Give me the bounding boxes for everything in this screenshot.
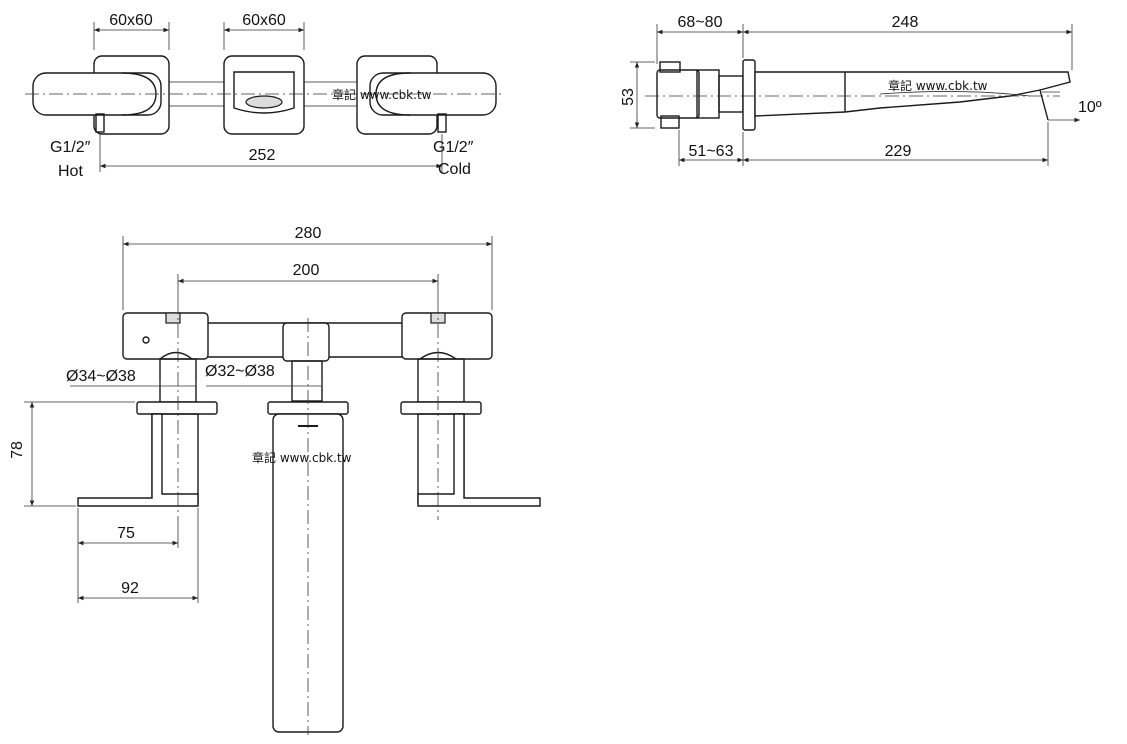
watermark-front: 章記 www.cbk.tw bbox=[252, 450, 352, 465]
label-spout-total: 248 bbox=[892, 14, 919, 31]
label-overall-width: 280 bbox=[295, 225, 322, 242]
side-body-top-nut bbox=[659, 61, 681, 73]
label-left-housing-size: 60x60 bbox=[109, 12, 153, 29]
label-spout-length: 229 bbox=[885, 143, 912, 160]
side-body-block bbox=[656, 69, 700, 119]
front-left-lever bbox=[77, 413, 199, 507]
label-handle-spacing: 200 bbox=[293, 262, 320, 279]
front-center-stem bbox=[291, 360, 323, 402]
side-body-sleeve bbox=[696, 69, 720, 119]
label-handle-height: 78 bbox=[9, 441, 26, 459]
top-view: 60x60 60x60 252 G1/2″ Hot G1/2″ Cold 章記 … bbox=[25, 12, 505, 180]
top-right-lever-cap bbox=[375, 72, 411, 116]
label-cold: Cold bbox=[438, 161, 471, 178]
label-cold-inlet-size: G1/2″ bbox=[433, 139, 474, 156]
label-handle-reach: 75 bbox=[117, 525, 135, 542]
label-spout-hole-diameter: Ø32~Ø38 bbox=[205, 363, 275, 380]
side-view: 68~80 248 53 51~63 229 10º 章記 www.cbk.tw bbox=[620, 14, 1102, 166]
label-handle-hole-diameter: Ø34~Ø38 bbox=[66, 368, 136, 385]
front-right-lever bbox=[417, 413, 541, 507]
front-left-flange bbox=[136, 401, 218, 415]
side-body-bottom-nut bbox=[660, 115, 680, 129]
front-right-flange bbox=[400, 401, 482, 415]
front-center-tee bbox=[282, 322, 330, 362]
label-hot-inlet-size: G1/2″ bbox=[50, 139, 91, 156]
label-inlet-spacing: 252 bbox=[249, 147, 276, 164]
label-wall-depth: 68~80 bbox=[678, 14, 723, 31]
front-right-stem bbox=[417, 358, 465, 403]
front-right-valve-block bbox=[401, 312, 493, 360]
top-hot-inlet bbox=[95, 113, 105, 133]
side-body-neck bbox=[718, 75, 744, 113]
label-hot: Hot bbox=[58, 163, 83, 180]
top-spout-housing bbox=[223, 55, 305, 135]
top-aerator bbox=[245, 95, 283, 109]
label-body-depth: 51~63 bbox=[689, 143, 734, 160]
label-spout-angle: 10º bbox=[1078, 99, 1102, 116]
label-body-height: 53 bbox=[620, 88, 637, 106]
side-wall-flange bbox=[742, 59, 756, 131]
top-spout-outlet bbox=[233, 71, 295, 114]
side-spout bbox=[754, 71, 1071, 117]
watermark-side: 章記 www.cbk.tw bbox=[888, 78, 988, 93]
front-view: 280 200 Ø34~Ø38 Ø32~Ø38 78 75 92 章記 www.… bbox=[9, 225, 541, 735]
top-cold-inlet bbox=[437, 113, 447, 133]
watermark-top: 章記 www.cbk.tw bbox=[332, 87, 432, 102]
side-spout-tip bbox=[1039, 89, 1049, 121]
label-handle-total-reach: 92 bbox=[121, 580, 139, 597]
label-center-housing-size: 60x60 bbox=[242, 12, 286, 29]
